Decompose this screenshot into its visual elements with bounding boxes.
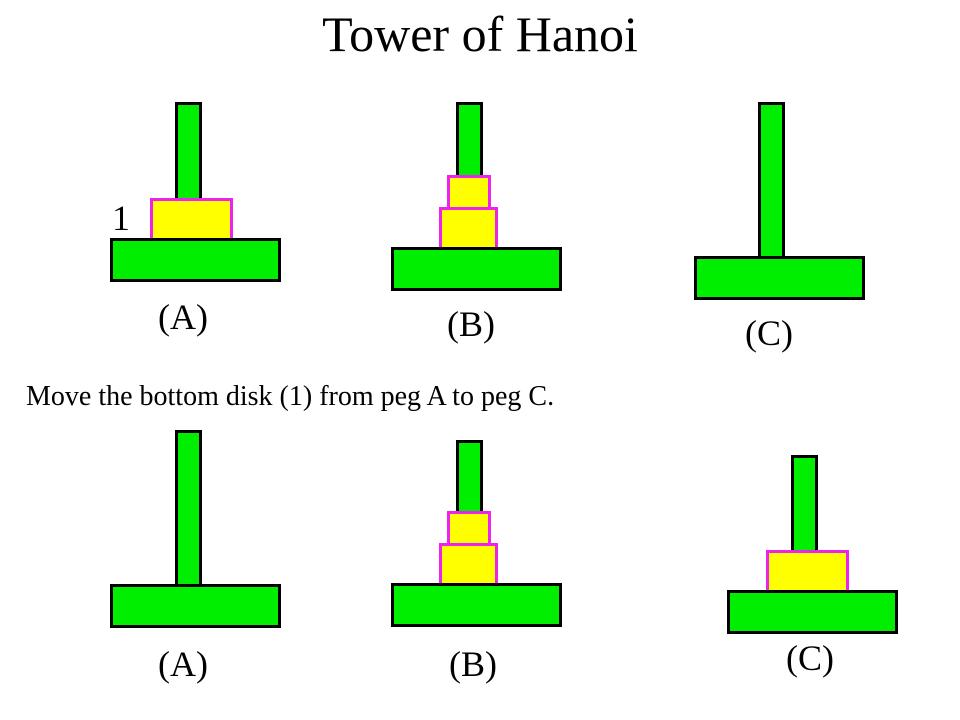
after-peg-b-disk-2 bbox=[439, 543, 498, 586]
before-peg-c-rod bbox=[758, 102, 785, 260]
after-peg-a-label: (A) bbox=[158, 644, 208, 684]
move-caption: Move the bottom disk (1) from peg A to p… bbox=[26, 381, 555, 412]
after-peg-c-rod bbox=[791, 455, 818, 555]
after-peg-c-base bbox=[727, 590, 898, 634]
after-peg-c-label: (C) bbox=[786, 638, 834, 678]
before-peg-b-disk-2 bbox=[439, 207, 498, 250]
after-peg-b-label: (B) bbox=[449, 644, 497, 684]
disk-1-label: 1 bbox=[112, 198, 130, 238]
before-peg-b-label: (B) bbox=[447, 304, 495, 344]
before-peg-c-label: (C) bbox=[745, 313, 793, 353]
after-peg-b-base bbox=[391, 583, 562, 627]
before-peg-a-disk-1 bbox=[150, 198, 233, 241]
after-peg-a-rod bbox=[175, 430, 202, 588]
before-peg-c-base bbox=[694, 256, 865, 300]
before-peg-a-label: (A) bbox=[158, 297, 208, 337]
before-peg-b-rod bbox=[456, 102, 483, 180]
after-peg-b-rod bbox=[456, 440, 483, 516]
before-peg-b-disk-3 bbox=[447, 175, 491, 210]
after-peg-c-disk-1 bbox=[766, 550, 849, 593]
before-peg-b-base bbox=[391, 247, 562, 291]
before-peg-a-rod bbox=[175, 102, 202, 202]
after-peg-a-base bbox=[110, 584, 281, 628]
after-peg-b-disk-3 bbox=[447, 511, 491, 546]
diagram-title: Tower of Hanoi bbox=[322, 6, 638, 62]
before-peg-a-base bbox=[110, 238, 281, 282]
